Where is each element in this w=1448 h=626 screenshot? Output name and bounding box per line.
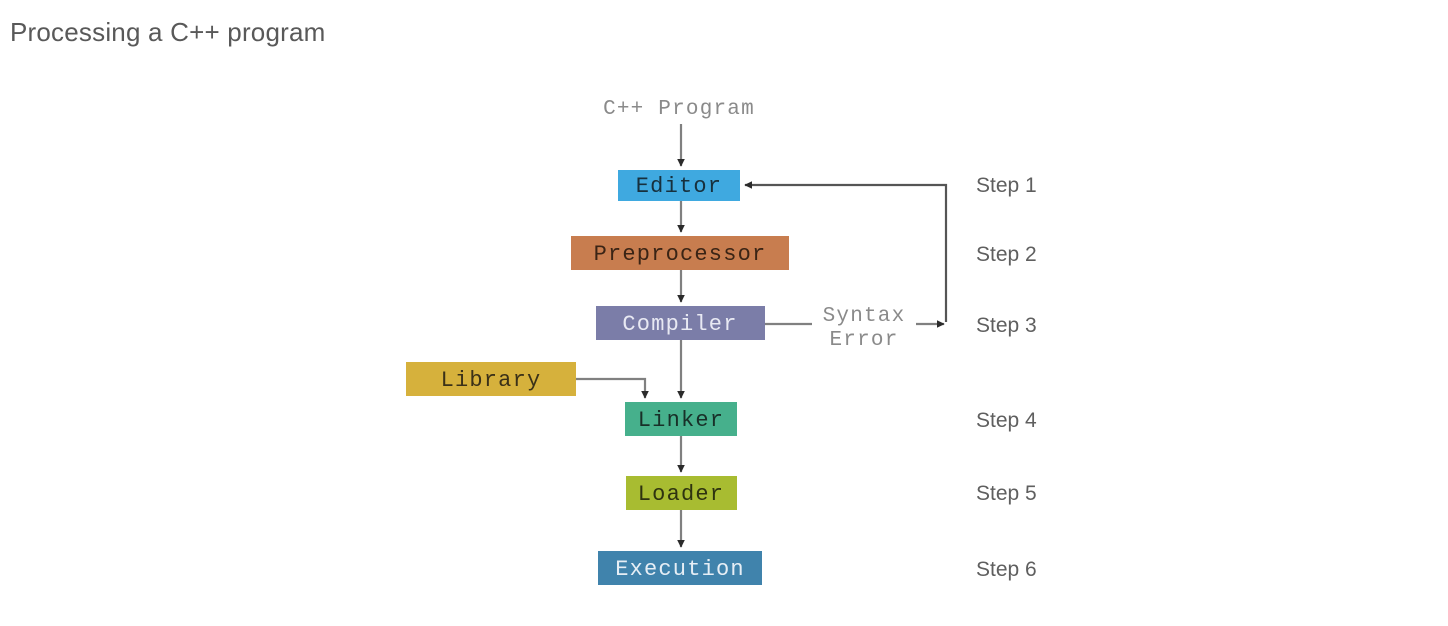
node-preprocessor[interactable]: Preprocessor [571,236,789,270]
node-loader[interactable]: Loader [626,476,737,510]
syntax-error-label-line1: Syntax [823,305,906,328]
node-editor-box[interactable] [618,170,740,201]
node-editor[interactable]: Editor [618,170,740,201]
step-label-5: Step 5 [976,482,1037,505]
node-preprocessor-box[interactable] [571,236,789,270]
node-library[interactable]: Library [406,362,576,396]
step-label-4: Step 4 [976,409,1037,432]
node-linker-label: Linker [638,408,724,433]
node-linker-box[interactable] [625,402,737,436]
page-title: Processing a C++ program [10,17,326,47]
node-preprocessor-label: Preprocessor [594,242,767,267]
node-library-box[interactable] [406,362,576,396]
node-execution[interactable]: Execution [598,551,762,585]
node-compiler[interactable]: Compiler [596,306,765,340]
node-compiler-box[interactable] [596,306,765,340]
connector-loop-to-editor [744,181,948,322]
node-linker[interactable]: Linker [625,402,737,436]
step-label-1: Step 1 [976,174,1037,197]
connector-library-to-linker [576,377,649,399]
syntax-error-label-line2: Error [829,329,898,352]
node-compiler-label: Compiler [622,312,737,337]
node-execution-label: Execution [615,557,745,582]
node-library-label: Library [441,368,542,393]
step-label-3: Step 3 [976,314,1037,337]
step-label-2: Step 2 [976,243,1037,266]
step-label-6: Step 6 [976,558,1037,581]
input-label: C++ Program [603,98,755,121]
node-loader-box[interactable] [626,476,737,510]
node-loader-label: Loader [638,482,724,507]
node-execution-box[interactable] [598,551,762,585]
node-editor-label: Editor [636,174,722,199]
